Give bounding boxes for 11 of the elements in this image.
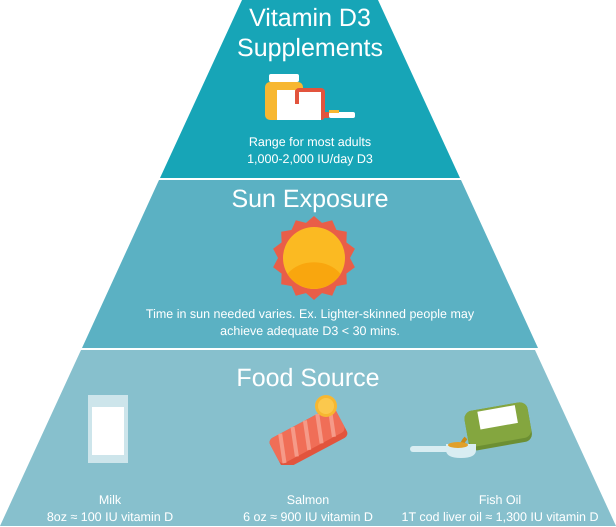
tier-description: Time in sun needed varies. Ex. Lighter-skinned people may achieve adequate D3 < 30 mins. [144,306,476,340]
food-name: Salmon [286,492,330,509]
food-name: Fish Oil [478,492,522,509]
vitamin-d-amount: 1T cod liver oil ≈ 1,300 IU vitamin D [400,509,600,526]
tier-heading: Vitamin D3 Supplements [236,3,384,63]
vitamin-d-amount: 8oz ≈ 100 IU vitamin D [46,509,174,526]
tier-description: Range for most adults 1,000-2,000 IU/day D3 [246,134,374,168]
tier-heading: Food Source [235,363,381,393]
vitamin-d-amount: 6 oz ≈ 900 IU vitamin D [242,509,374,526]
tier-heading: Sun Exposure [230,184,390,214]
food-name: Milk [98,492,122,509]
